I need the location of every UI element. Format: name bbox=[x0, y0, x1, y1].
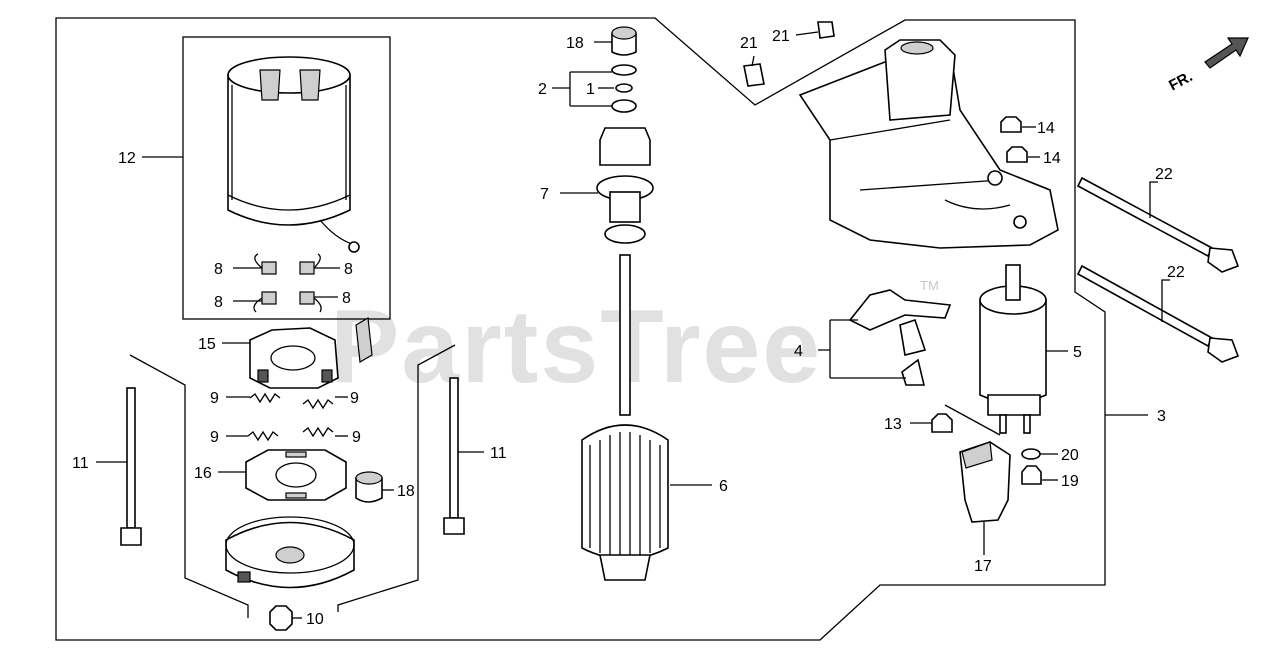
callout-19: 19 bbox=[1061, 473, 1079, 490]
callout-21-left: 21 bbox=[740, 35, 758, 52]
assembly-boundary bbox=[55, 17, 1106, 641]
sleeve-parts-21 bbox=[743, 21, 835, 87]
nut-part-19 bbox=[1021, 465, 1042, 485]
callout-8-bottom-left: 8 bbox=[214, 294, 223, 311]
callout-7: 7 bbox=[540, 186, 549, 203]
pinion-gear-part bbox=[596, 127, 654, 244]
callout-17: 17 bbox=[974, 558, 992, 575]
callout-8-top-right: 8 bbox=[344, 261, 353, 278]
starter-housing-part bbox=[798, 39, 1059, 249]
callout-13: 13 bbox=[884, 416, 902, 433]
callout-9-bottom-left: 9 bbox=[210, 429, 219, 446]
shift-lever-parts bbox=[848, 289, 952, 386]
bushing-part-top bbox=[611, 26, 637, 56]
terminal-cover-part bbox=[959, 441, 1011, 523]
nut-part-13 bbox=[931, 413, 953, 433]
callout-9-top-left: 9 bbox=[210, 390, 219, 407]
watermark-trademark: TM bbox=[920, 278, 939, 293]
callout-8-bottom-right: 8 bbox=[342, 290, 351, 307]
callout-6: 6 bbox=[719, 478, 728, 495]
bushing-part-left bbox=[355, 471, 383, 503]
callout-11-left: 11 bbox=[72, 455, 89, 472]
front-direction-indicator: FR. bbox=[1166, 37, 1249, 94]
watermark-text: PartsTree bbox=[330, 289, 822, 405]
callout-16: 16 bbox=[194, 465, 212, 482]
callout-14-upper: 14 bbox=[1037, 120, 1055, 137]
callout-18-left: 18 bbox=[397, 483, 415, 500]
brush-holder-part bbox=[249, 327, 339, 389]
callout-14-lower: 14 bbox=[1043, 150, 1061, 167]
callout-22-upper: 22 bbox=[1155, 166, 1173, 183]
through-bolt-part-left bbox=[120, 387, 142, 546]
front-direction-label: FR. bbox=[1166, 68, 1195, 94]
brush-parts bbox=[253, 253, 322, 313]
callout-21-right: 21 bbox=[772, 28, 790, 45]
callout-20: 20 bbox=[1061, 447, 1079, 464]
field-coil-part bbox=[227, 56, 360, 253]
callout-12: 12 bbox=[118, 150, 136, 167]
brush-spring-parts bbox=[247, 392, 334, 442]
brush-group-bracket bbox=[129, 354, 249, 618]
nut-part-10 bbox=[269, 605, 293, 631]
callout-22-lower: 22 bbox=[1167, 264, 1185, 281]
nut-parts-14 bbox=[1000, 116, 1028, 163]
callout-1: 1 bbox=[586, 81, 595, 98]
armature-part bbox=[581, 254, 669, 581]
washer-parts bbox=[611, 64, 637, 113]
callout-3: 3 bbox=[1157, 408, 1166, 425]
insulator-plate-part bbox=[245, 449, 347, 501]
callout-2: 2 bbox=[538, 81, 547, 98]
field-coil-group-box bbox=[182, 36, 391, 320]
solenoid-part bbox=[979, 264, 1047, 434]
washer-part-20 bbox=[1021, 448, 1041, 460]
leader-lines bbox=[96, 31, 1170, 619]
brush-plate-part bbox=[355, 317, 373, 363]
callout-15: 15 bbox=[198, 336, 216, 353]
callout-9-top-right: 9 bbox=[350, 390, 359, 407]
rear-cover-part bbox=[225, 516, 355, 589]
callout-5: 5 bbox=[1073, 344, 1082, 361]
long-bolt-parts-22 bbox=[1076, 176, 1240, 363]
callout-4: 4 bbox=[794, 343, 803, 360]
callout-10: 10 bbox=[306, 611, 324, 628]
callout-18-top: 18 bbox=[566, 35, 584, 52]
through-bolt-part-right bbox=[443, 377, 465, 535]
callout-8-top-left: 8 bbox=[214, 261, 223, 278]
callout-9-bottom-right: 9 bbox=[352, 429, 361, 446]
callout-numbers: 18 1 2 7 6 21 21 14 14 22 22 4 5 3 13 20… bbox=[72, 28, 1185, 628]
callout-11-right: 11 bbox=[490, 445, 507, 462]
brush-group-bracket-right bbox=[337, 344, 456, 612]
